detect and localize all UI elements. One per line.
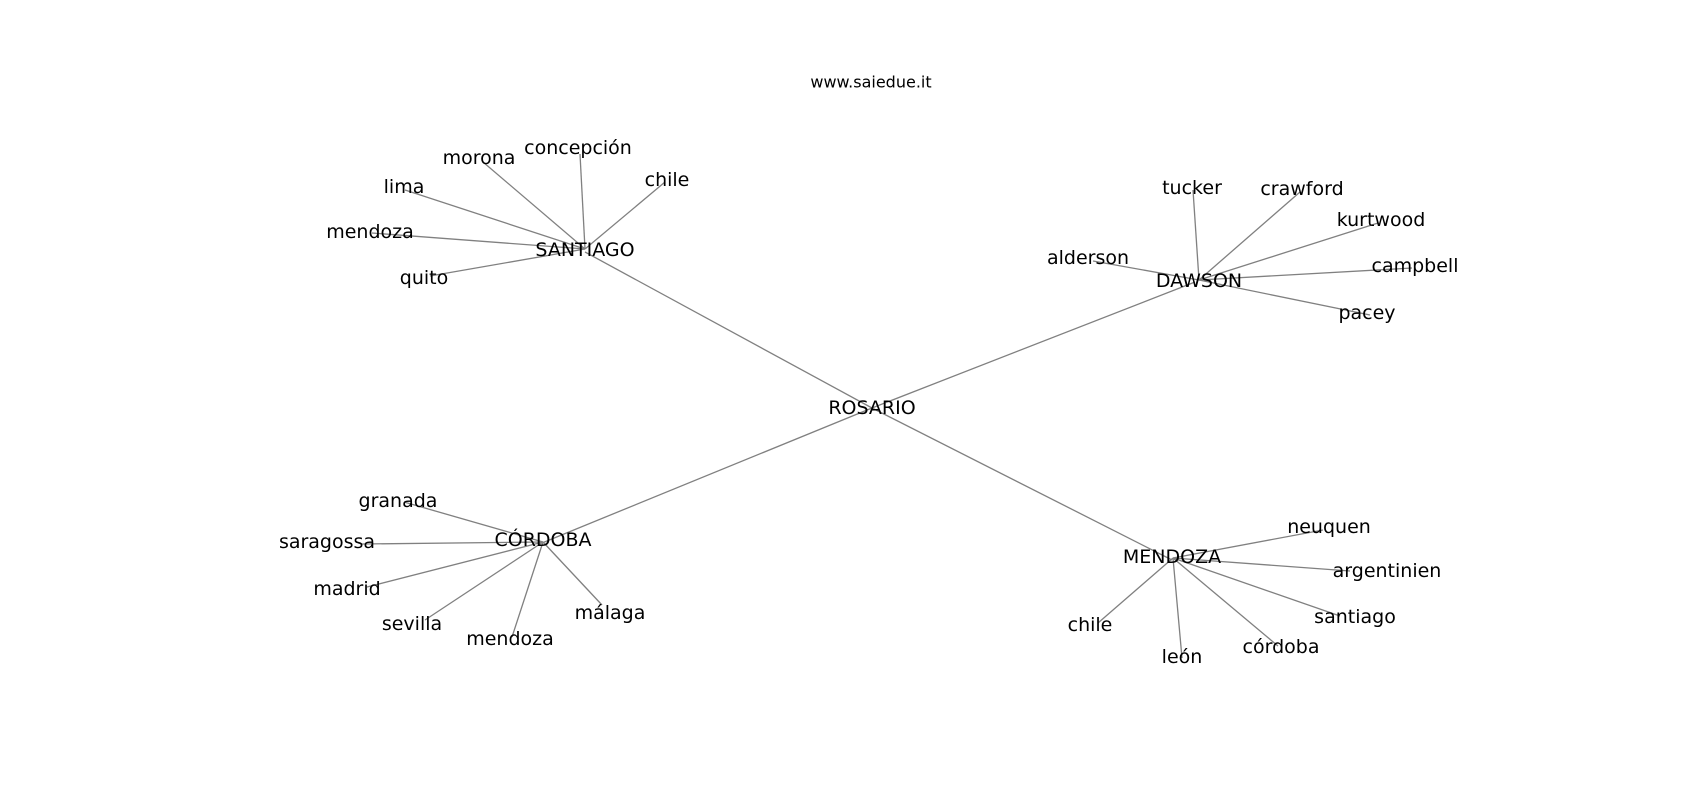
edge-dawson-campbell bbox=[1198, 267, 1413, 281]
edge-santiago-mendoza bbox=[371, 232, 586, 250]
edge-mendoza-chile bbox=[1097, 557, 1174, 624]
leaf-label-madrid: madrid bbox=[313, 578, 380, 600]
edge-root-cordoba bbox=[541, 407, 873, 544]
edge-dawson-crawford bbox=[1198, 191, 1301, 281]
leaf-label-kurtwood: kurtwood bbox=[1337, 209, 1426, 231]
edge-mendoza-neuquen bbox=[1172, 529, 1324, 559]
edge-dawson-alderson bbox=[1092, 260, 1200, 281]
hub-label-cordoba: CÓRDOBA bbox=[494, 527, 591, 551]
edge-mendoza-leon bbox=[1172, 557, 1183, 659]
edge-santiago-concepcion bbox=[579, 153, 586, 250]
edge-cordoba-sevilla bbox=[424, 541, 544, 621]
leaf-label-quito: quito bbox=[400, 267, 448, 289]
leaf-label-mendoza: mendoza bbox=[326, 221, 414, 243]
edge-cordoba-saragossa bbox=[361, 541, 544, 545]
site-label: www.saiedue.it bbox=[810, 73, 931, 92]
edge-santiago-chile bbox=[584, 181, 666, 250]
leaf-label-malaga: málaga bbox=[575, 602, 646, 624]
edge-dawson-tucker bbox=[1192, 189, 1200, 281]
leaf-label-campbell: campbell bbox=[1372, 255, 1459, 277]
edge-dawson-pacey bbox=[1198, 279, 1371, 316]
edge-root-dawson bbox=[871, 281, 1196, 409]
leaf-label-saragossa: saragossa bbox=[279, 531, 375, 553]
leaf-label-cordoba: córdoba bbox=[1243, 636, 1320, 658]
leaf-label-tucker: tucker bbox=[1162, 177, 1222, 199]
leaf-label-morona: morona bbox=[443, 147, 516, 169]
leaf-label-chile-2: chile bbox=[1068, 614, 1113, 636]
leaf-label-granada: granada bbox=[359, 490, 438, 512]
edge-cordoba-madrid bbox=[366, 541, 544, 588]
edge-dawson-kurtwood bbox=[1198, 222, 1379, 281]
edge-root-santiago bbox=[584, 251, 873, 409]
edge-cordoba-mendoza bbox=[511, 541, 544, 638]
hub-label-dawson: DAWSON bbox=[1156, 270, 1242, 292]
leaf-label-neuquen: neuquen bbox=[1287, 516, 1371, 538]
leaf-label-crawford: crawford bbox=[1260, 178, 1343, 200]
edge-mendoza-argentinien bbox=[1172, 557, 1351, 572]
leaf-label-alderson: alderson bbox=[1047, 247, 1129, 269]
edge-cordoba-malaga bbox=[542, 541, 603, 606]
labels-layer: www.saiedue.it ROSARIO SANTIAGO morona c… bbox=[279, 73, 1459, 669]
edge-root-mendoza bbox=[871, 407, 1173, 561]
leaf-label-lima: lima bbox=[384, 176, 425, 198]
edge-santiago-quito bbox=[429, 248, 586, 277]
leaf-label-chile: chile bbox=[645, 169, 690, 191]
leaf-label-argentinien: argentinien bbox=[1333, 560, 1442, 582]
edge-santiago-lima bbox=[404, 189, 586, 250]
leaf-label-sevilla: sevilla bbox=[382, 613, 442, 635]
hub-label-mendoza: MENDOZA bbox=[1123, 546, 1221, 568]
leaf-label-mendoza-2: mendoza bbox=[466, 628, 554, 650]
edge-mendoza-santiago bbox=[1172, 557, 1341, 617]
edge-cordoba-granada bbox=[403, 501, 544, 543]
root-node-label: ROSARIO bbox=[828, 397, 915, 419]
leaf-label-pacey: pacey bbox=[1338, 302, 1395, 324]
leaf-label-leon: león bbox=[1162, 646, 1203, 668]
edge-santiago-morona bbox=[482, 161, 586, 250]
leaf-label-concepcion: concepción bbox=[524, 137, 632, 159]
edge-mendoza-cordoba bbox=[1172, 557, 1279, 647]
hub-label-santiago: SANTIAGO bbox=[535, 239, 634, 261]
edges-layer bbox=[361, 153, 1413, 659]
leaf-label-santiago: santiago bbox=[1314, 606, 1396, 628]
